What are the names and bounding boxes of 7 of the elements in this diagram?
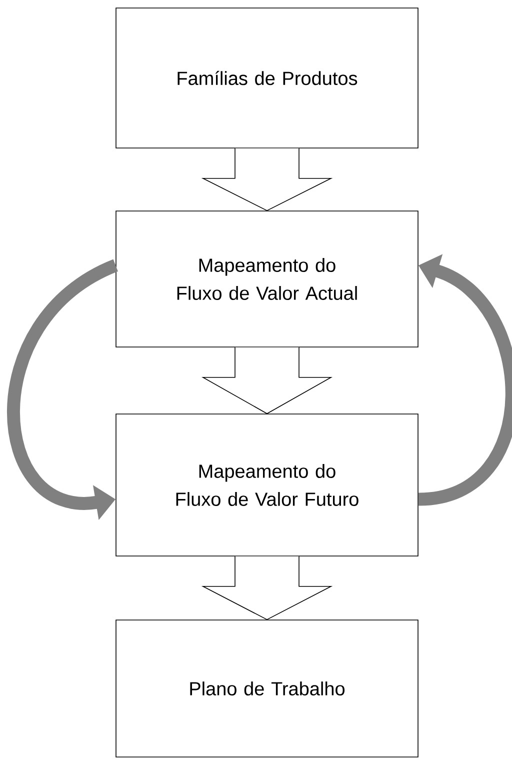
block-arrow xyxy=(201,148,333,212)
process-box: Mapeamento do Fluxo de Valor Futuro xyxy=(116,414,418,556)
process-box: Mapeamento do Fluxo de Valor Actual xyxy=(116,210,418,348)
block-arrow xyxy=(201,347,333,414)
process-box: Famílias de Produtos xyxy=(116,8,418,148)
block-arrow xyxy=(201,556,333,620)
process-box: Plano de Trabalho xyxy=(116,620,418,758)
